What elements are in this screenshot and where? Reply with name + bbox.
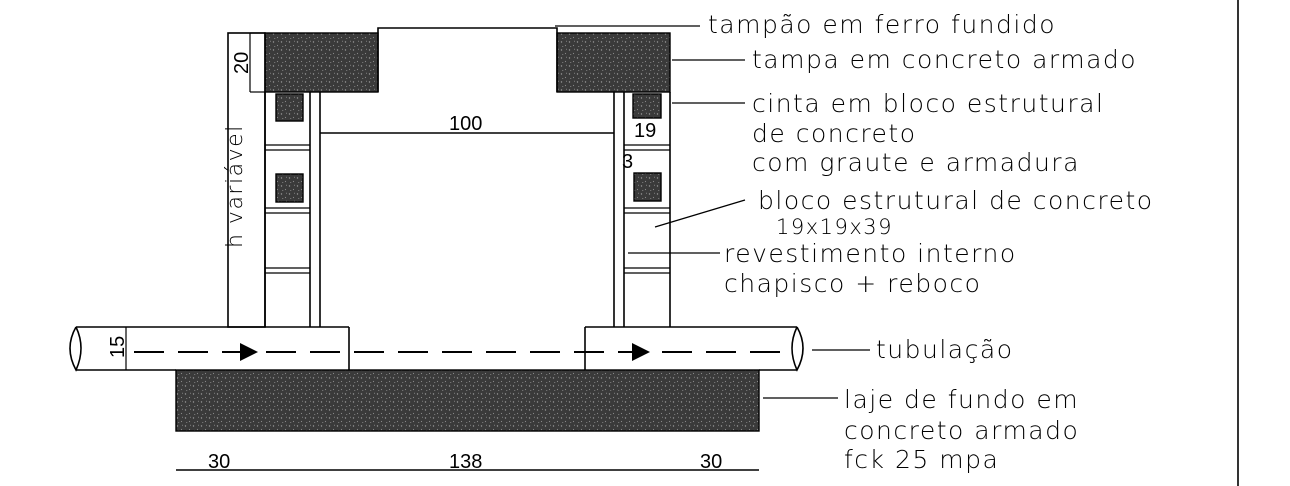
flow-arrow-right (632, 343, 650, 361)
render-thickness-dim: 3 (622, 151, 633, 173)
height-dim: h variável (223, 124, 248, 248)
label-cinta-3: com graute e armadura (752, 148, 1080, 177)
right-offset-dim: 30 (700, 451, 722, 473)
right-grouted-cell (633, 172, 662, 202)
label-tampao: tampão em ferro fundido (708, 10, 1056, 39)
lid-thickness-dim: 20 (231, 52, 253, 74)
label-laje-3: fck 25 mpa (844, 445, 999, 474)
label-revest-2: chapisco + reboco (724, 269, 981, 298)
left-bond-beam (275, 93, 304, 122)
cast-iron-cover (377, 27, 558, 92)
label-bloco-1: bloco estrutural de concreto (758, 186, 1154, 215)
label-revest-1: revestimento interno (724, 239, 1017, 268)
pipe-diameter-dim: 15 (107, 336, 129, 358)
lid-left-slab (264, 32, 379, 93)
left-block-courses (265, 144, 310, 274)
pipe (69, 326, 804, 372)
label-tampa: tampa em concreto armado (752, 45, 1137, 74)
flow-arrow-left (240, 343, 258, 361)
slab-width-dim: 138 (449, 451, 482, 473)
label-bloco-2: 19x19x39 (776, 215, 893, 239)
leader-lines (555, 25, 870, 399)
lid-right-slab (556, 32, 671, 93)
block-size-dim: 19 (634, 120, 656, 142)
label-tubulacao: tubulação (876, 335, 1014, 364)
label-laje-2: concreto armado (844, 416, 1079, 445)
label-laje-1: laje de fundo em (844, 385, 1079, 414)
right-bond-beam (632, 93, 662, 119)
left-offset-dim: 30 (208, 451, 230, 473)
label-cinta-2: de concreto (752, 119, 917, 148)
inner-width-dim: 100 (449, 113, 482, 135)
bottom-slab (175, 369, 760, 432)
label-cinta-1: cinta em bloco estrutural (752, 89, 1104, 118)
left-grouted-cell (275, 173, 304, 203)
right-block-courses (624, 144, 670, 274)
